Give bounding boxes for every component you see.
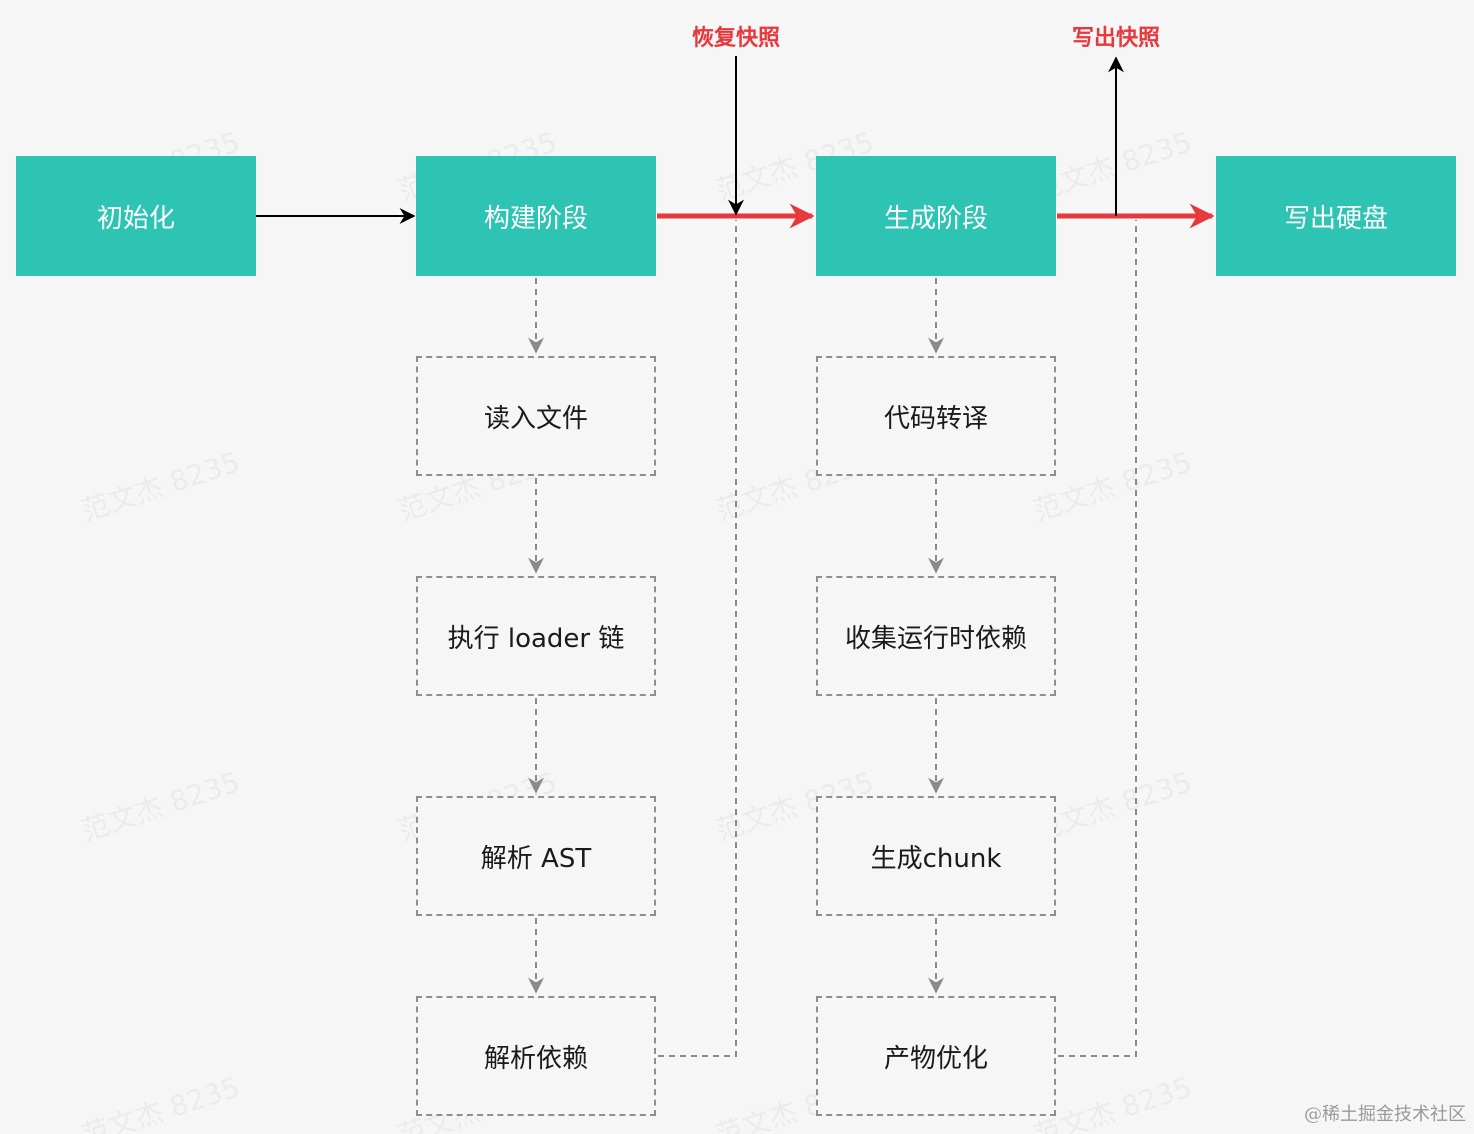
annotation-write-snapshot: 写出快照 <box>1071 26 1160 51</box>
stage-build: 构建阶段 <box>416 156 656 276</box>
dashed-return-seal <box>1058 220 1137 1057</box>
credit-watermark: @稀土掘金技术社区 <box>1304 1104 1466 1125</box>
seal-step-transpile: 代码转译 <box>816 356 1056 476</box>
stage-init: 初始化 <box>16 156 256 276</box>
build-step-run-loaders: 执行 loader 链 <box>416 576 656 696</box>
build-step-parse-ast: 解析 AST <box>416 796 656 916</box>
seal-step-optimize: 产物优化 <box>816 996 1056 1116</box>
annotation-restore-snapshot: 恢复快照 <box>691 26 780 51</box>
build-step-parse-deps: 解析依赖 <box>416 996 656 1116</box>
stage-seal: 生成阶段 <box>816 156 1056 276</box>
stage-emit: 写出硬盘 <box>1216 156 1456 276</box>
build-step-read-files: 读入文件 <box>416 356 656 476</box>
seal-step-runtime-deps: 收集运行时依赖 <box>816 576 1056 696</box>
dashed-return-build <box>658 220 737 1057</box>
seal-step-generate-chunk: 生成chunk <box>816 796 1056 916</box>
